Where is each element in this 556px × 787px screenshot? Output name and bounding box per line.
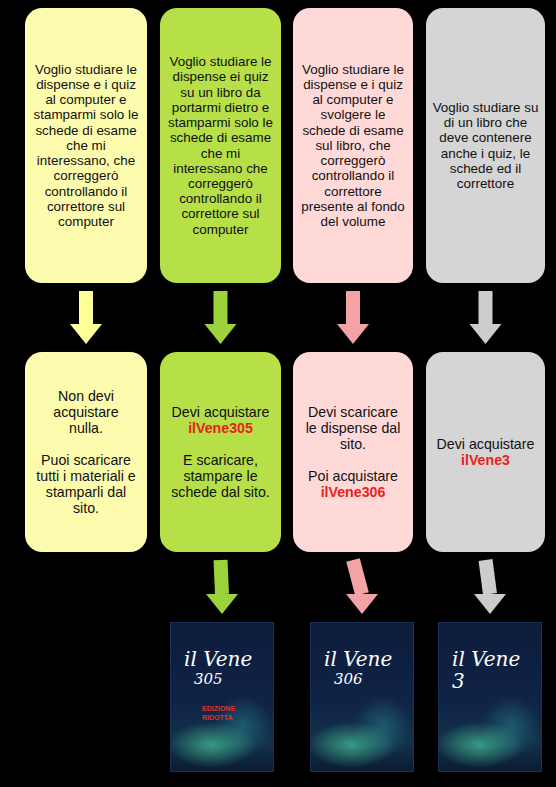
node-text: il Vene 3 [452, 648, 532, 692]
node-text: Voglio studiare le dispense e i quiz al … [293, 62, 413, 229]
process-box: Devi scaricare le dispense dal sito. Poi … [293, 352, 413, 552]
process-box: Voglio studiare le dispense e i quiz al … [25, 8, 147, 283]
arrow-shaft [79, 291, 93, 324]
block-arrow [470, 291, 502, 344]
node-text: ilVene3 [426, 452, 545, 468]
node-text: Non devi acquistare nulla. [25, 388, 147, 436]
block-arrow [206, 560, 238, 614]
node-text: EDIZIONE RIDOTTA [184, 704, 264, 722]
block-arrow [70, 291, 102, 344]
node-text: 305 [184, 670, 264, 688]
arrow-shaft [346, 291, 360, 324]
book-cover: il Vene306 [310, 622, 414, 772]
node-text: 306 [324, 670, 404, 688]
block-arrow [337, 291, 369, 344]
node-text: E scaricare, stampare le schede dal sito… [160, 452, 281, 500]
node-text: ilVene305 [160, 420, 281, 436]
node-text: il Vene [184, 648, 264, 670]
arrow-head [70, 324, 102, 344]
arrow-head [474, 594, 506, 614]
book-cover: il Vene 3 [438, 622, 542, 772]
arrow-shaft [353, 560, 362, 594]
arrow-head [205, 324, 237, 344]
arrow-shaft [486, 560, 491, 594]
node-text: Voglio studiare le dispense e i quiz al … [25, 62, 147, 229]
node-text: Puoi scaricare tutti i materiali e stamp… [25, 452, 147, 516]
node-text: Devi acquistare [160, 404, 281, 420]
process-box: Voglio studiare le dispense ei quiz su u… [160, 8, 281, 283]
arrow-shaft [479, 291, 493, 324]
block-arrow [346, 560, 378, 614]
block-arrow [205, 291, 237, 344]
node-text: il Vene [324, 648, 404, 670]
arrow-head [206, 594, 238, 614]
process-box: Voglio studiare le dispense e i quiz al … [293, 8, 413, 283]
arrow-head [337, 324, 369, 344]
process-box: Devi acquistareilVene3 [426, 352, 545, 552]
arrow-shaft [214, 291, 228, 324]
node-text: Poi acquistare [293, 468, 413, 484]
process-box: Voglio studiare su di un libro che deve … [426, 8, 545, 283]
node-text: ilVene306 [293, 484, 413, 500]
node-text: Devi scaricare le dispense dal sito. [293, 404, 413, 452]
book-cover: il Vene305EDIZIONE RIDOTTA [170, 622, 274, 772]
process-box: Non devi acquistare nulla. Puoi scaricare… [25, 352, 147, 552]
block-arrow [474, 560, 506, 614]
node-text: Voglio studiare su di un libro che deve … [426, 100, 545, 191]
node-text: Devi acquistare [426, 436, 545, 452]
node-text: Voglio studiare le dispense ei quiz su u… [160, 54, 281, 236]
arrow-shaft [221, 560, 223, 594]
arrow-head [470, 324, 502, 344]
arrow-head [346, 594, 378, 614]
process-box: Devi acquistareilVene305 E scaricare, sta… [160, 352, 281, 552]
